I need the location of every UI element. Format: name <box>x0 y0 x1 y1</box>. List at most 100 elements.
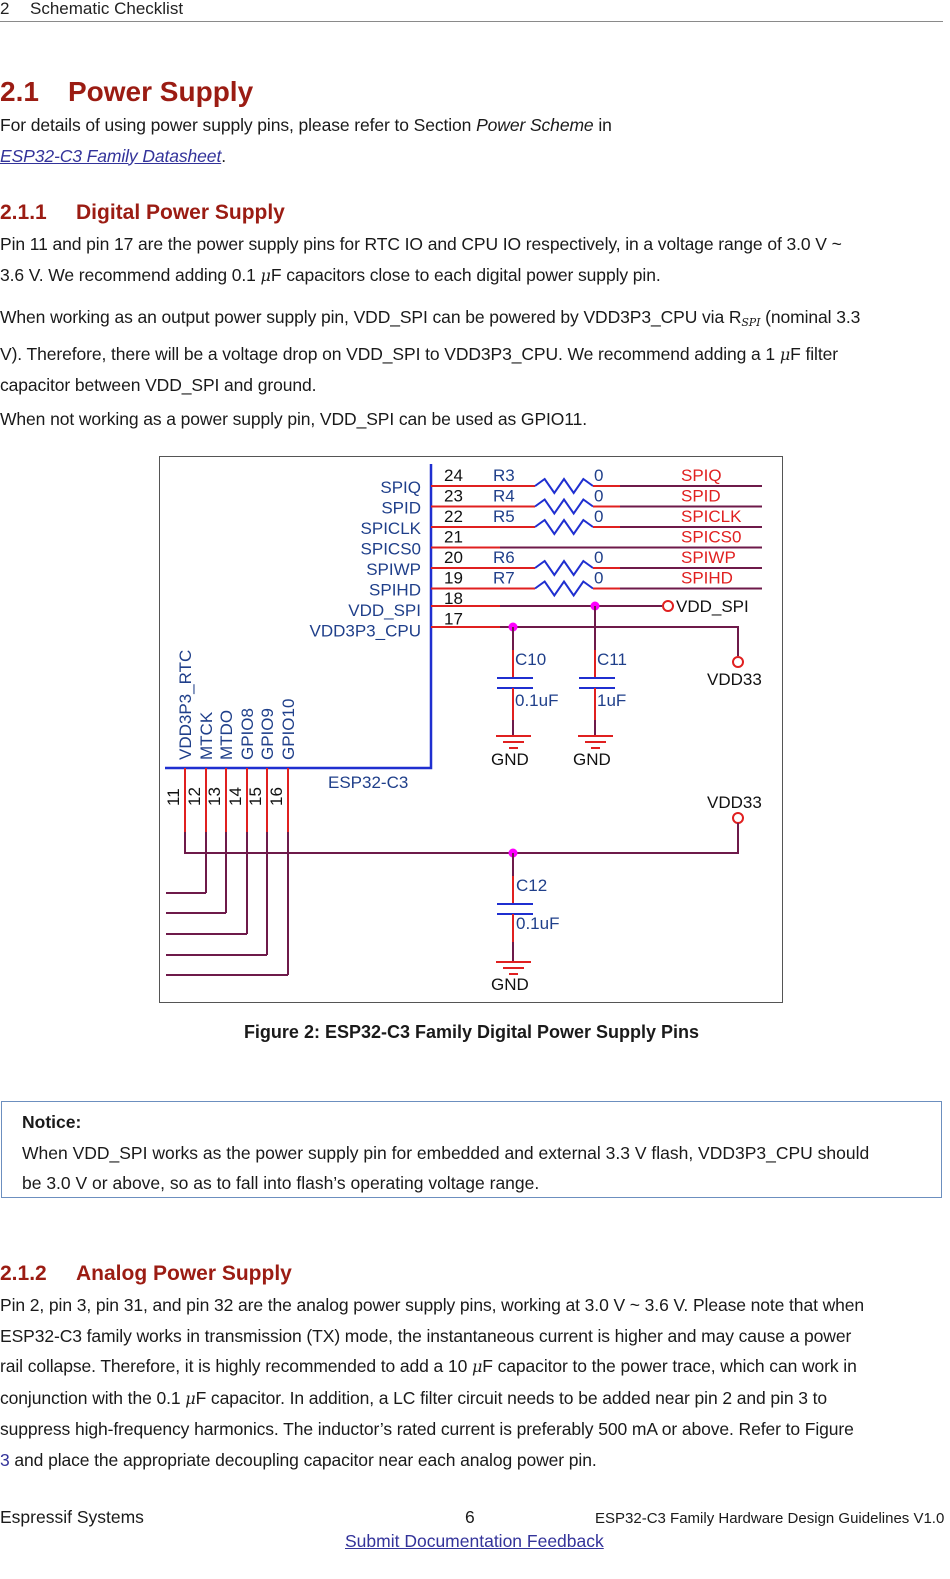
pin-label: MTCK <box>197 711 216 760</box>
port-vdd33-top <box>732 656 744 668</box>
gnd-label: GND <box>573 750 611 769</box>
net-label: SPIHD <box>681 569 733 588</box>
pin-label: GPIO8 <box>238 708 257 760</box>
net-label: SPIWP <box>681 548 736 567</box>
wire <box>184 823 739 854</box>
text-line: suppress high-frequency harmonics. The i… <box>0 1419 854 1439</box>
resistor-value: 0 <box>594 507 603 526</box>
net-label: SPICLK <box>681 507 742 526</box>
mu-symbol: μ <box>471 1357 483 1376</box>
capacitor-c12: C12 0.1uF GND <box>491 853 559 994</box>
section-title: Power Supply <box>68 76 254 107</box>
pin-label: SPIHD <box>369 581 421 600</box>
notice-line: be 3.0 V or above, so as to fall into fl… <box>22 1173 540 1193</box>
pin-number: 21 <box>444 528 463 547</box>
subsection-number: 2.1.1 <box>0 201 47 224</box>
chip-name: ESP32-C3 <box>328 773 408 792</box>
c12-ref: C12 <box>516 876 547 895</box>
pin-label: SPICS0 <box>361 540 421 559</box>
text-line: ESP32-C3 family works in transmission (T… <box>0 1325 852 1346</box>
text-line: F capacitor to the power trace, which ca… <box>482 1356 857 1376</box>
resistor-ref: R6 <box>493 548 515 567</box>
digital-paragraph-3: When not working as a power supply pin, … <box>0 404 945 435</box>
text-line: F filter <box>790 343 838 364</box>
pin-label: MTDO <box>217 710 236 760</box>
pin-label: SPICLK <box>361 519 422 538</box>
figure-frame <box>159 456 783 1003</box>
mu-symbol: μ <box>185 1388 196 1408</box>
pin-number: 19 <box>444 569 463 588</box>
pin-label: VDD_SPI <box>348 601 421 620</box>
resistor-r3 <box>534 477 594 495</box>
text-line: F capacitor. In addition, a LC filter ci… <box>195 1387 828 1408</box>
vdd33-top-label: VDD33 <box>707 670 762 689</box>
wire <box>500 626 739 656</box>
pin-label: MTDI <box>156 718 175 760</box>
text-line: F capacitors close to each digital power… <box>270 264 661 285</box>
datasheet-link[interactable]: ESP32-C3 Family Datasheet <box>0 145 222 166</box>
feedback-link[interactable]: Submit Documentation Feedback <box>345 1531 604 1551</box>
text-line: V). Therefore, there will be a voltage d… <box>0 343 780 364</box>
section-heading: 2.1 Power Supply <box>0 76 253 108</box>
port-vdd-spi <box>662 600 674 612</box>
capacitor-c11: C11 1uF GND <box>573 606 627 769</box>
power-scheme-ref: Power Scheme <box>476 115 594 135</box>
pin-label: GPIO9 <box>258 708 277 760</box>
intro-text: For details of using power supply pins, … <box>0 115 477 135</box>
digital-paragraph-2: When working as an output power supply p… <box>0 302 945 401</box>
chapter-title: Schematic Checklist <box>30 0 184 18</box>
vdd-spi-port-label: VDD_SPI <box>676 597 749 616</box>
vdd33-bottom-label: VDD33 <box>707 793 762 812</box>
resistor-value: 0 <box>594 548 603 567</box>
text-line: Pin 11 and pin 17 are the power supply p… <box>0 234 842 254</box>
c10-value: 0.1uF <box>515 691 558 710</box>
section-number: 2.1 <box>0 76 39 107</box>
text-line: When working as an output power supply p… <box>0 307 742 327</box>
subscript-spi: SPI <box>741 316 761 329</box>
text-line: capacitor between VDD_SPI and ground. <box>0 375 317 395</box>
pin-label: GPIO10 <box>279 699 298 760</box>
resistor-value: 0 <box>594 466 603 485</box>
pin-number: 16 <box>267 787 286 806</box>
pin-number: 22 <box>444 507 463 526</box>
resistor-r5 <box>534 518 594 536</box>
analog-paragraph: Pin 2, pin 3, pin 31, and pin 32 are the… <box>0 1290 945 1475</box>
net-label: SPIQ <box>681 466 722 485</box>
resistor-r4 <box>534 497 594 516</box>
resistor-ref: R7 <box>493 569 515 588</box>
resistor-ref: R5 <box>493 507 515 526</box>
resistor-ref: R3 <box>493 466 515 485</box>
pin-label: SPIQ <box>380 478 421 497</box>
resistor-value: 0 <box>594 487 603 506</box>
notice-title: Notice: <box>22 1112 82 1132</box>
pin-number: 11 <box>164 788 183 806</box>
intro-text-end: . <box>221 145 226 166</box>
capacitor-c10: C10 0.1uF GND <box>491 627 558 769</box>
mu-symbol: μ <box>260 265 271 285</box>
resistor-r6 <box>534 559 594 577</box>
gnd-label: GND <box>491 975 529 994</box>
c11-value: 1uF <box>597 691 626 710</box>
text-line: and place the appropriate decoupling cap… <box>9 1449 597 1470</box>
section-intro: For details of using power supply pins, … <box>0 110 945 171</box>
pin-label: VDD3P3_CPU <box>310 622 422 641</box>
intro-text-mid: in <box>593 115 612 135</box>
pin-number: 23 <box>444 487 463 506</box>
text-line: rail collapse. Therefore, it is highly r… <box>0 1356 472 1376</box>
mu-symbol: μ <box>779 344 791 364</box>
schematic-diagram: ESP32-C3 SPIQ24SPID23SPICLK22SPICS021SPI… <box>156 464 762 994</box>
subsection-title: Analog Power Supply <box>76 1262 292 1285</box>
pin-number: 12 <box>185 787 204 806</box>
text-line: (nominal 3.3 <box>760 307 861 327</box>
pin-number: 13 <box>205 787 224 806</box>
c11-ref: C11 <box>597 650 627 669</box>
c12-value: 0.1uF <box>516 914 559 933</box>
figure-3-link[interactable]: 3 <box>0 1449 10 1470</box>
resistor-ref: R4 <box>493 487 515 506</box>
footer-doc-title: ESP32-C3 Family Hardware Design Guidelin… <box>595 1510 945 1527</box>
chip-outline <box>165 464 433 770</box>
